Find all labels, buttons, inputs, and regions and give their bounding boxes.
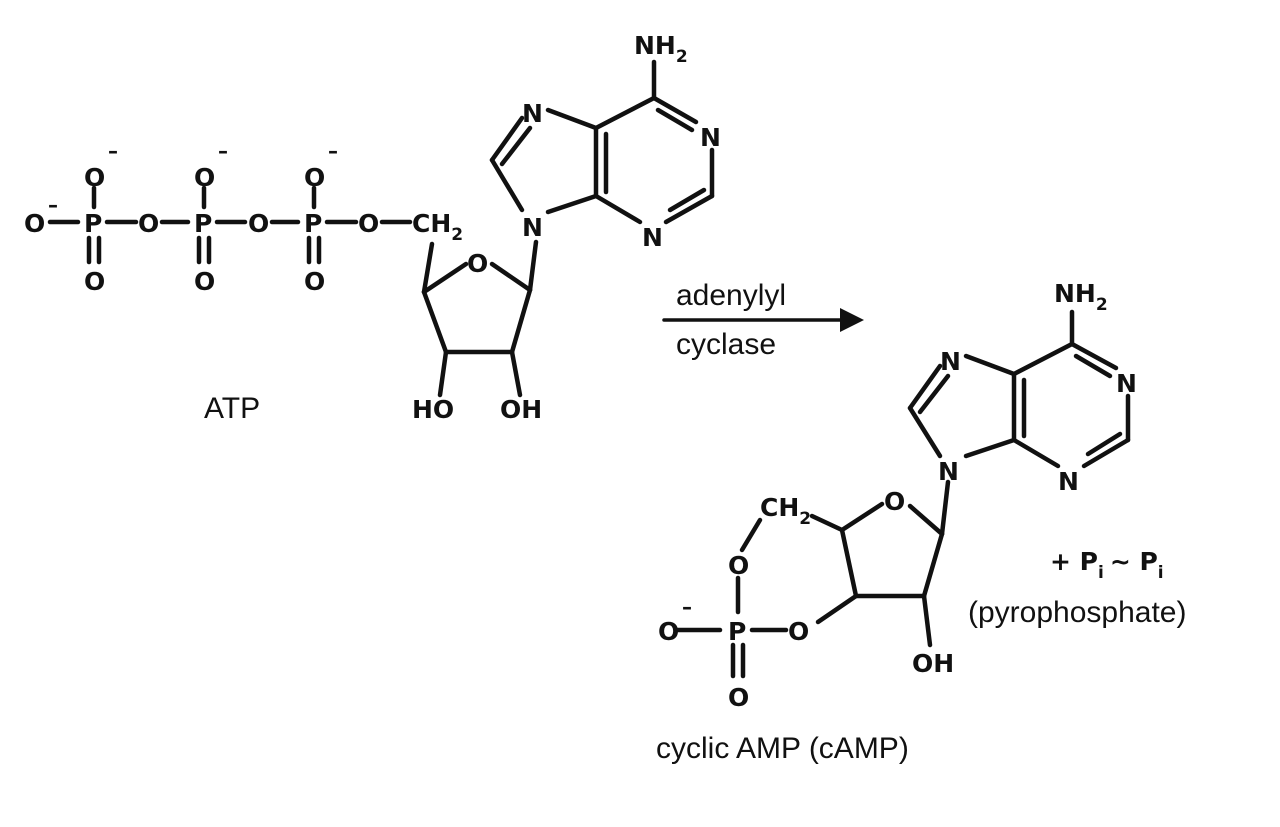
camp-n3: N [1058,467,1079,496]
atp-ch2: CH2 [412,209,463,245]
atp-p3: P [304,209,322,238]
atp-n3: N [642,223,663,252]
atp-n1: N [700,123,721,152]
enzyme-label-line1: adenylyl [676,279,786,312]
camp-label: cyclic AMP (cAMP) [656,732,909,765]
atp-o-bottom1: O [84,267,105,296]
atp-oh: OH [500,395,542,424]
atp-o-bridge1: O [138,209,159,238]
atp-o-terminal: O [24,209,45,238]
camp-o-ester2: O [788,617,809,646]
camp-p: P [728,617,746,646]
atp-ring-o: O [467,249,488,278]
atp-p1: P [84,209,102,238]
camp-oh: OH [912,649,954,678]
atp-minus: – [48,193,58,217]
byproduct-formula: + Pi~ Pi [1050,547,1164,583]
byproduct-name: (pyrophosphate) [968,596,1186,629]
camp-nh2: NH2 [1054,279,1108,315]
camp-n9: N [938,457,959,486]
atp-o-bottom3: O [304,267,325,296]
camp-ring-o: O [884,487,905,516]
atp-o-top3: O [304,163,325,192]
camp-o-ester1: O [728,551,749,580]
camp-o-double: O [728,683,749,712]
camp-n1: N [1116,369,1137,398]
camp-ribose-bonds [673,479,951,679]
atp-minus-top2: – [218,139,228,163]
atp-o-top1: O [84,163,105,192]
atp-molecule: O – P O P O P O O – O – O – O O O CH2 [24,31,721,425]
camp-o-minus: O [658,617,679,646]
camp-minus: – [682,595,692,619]
atp-adenine-bonds [489,59,715,225]
atp-o-bridge3: O [358,209,379,238]
atp-o-bridge2: O [248,209,269,238]
atp-o-top2: O [194,163,215,192]
atp-minus-top1: – [108,139,118,163]
atp-phosphate-bonds [47,185,413,265]
atp-nh2: NH2 [634,31,688,67]
reaction-arrow: adenylyl cyclase [662,279,864,361]
pyrophosphate-byproduct: + Pi~ Pi (pyrophosphate) [968,547,1186,629]
atp-o-bottom2: O [194,267,215,296]
atp-n9: N [522,213,543,242]
enzyme-label-line2: cyclase [676,328,776,361]
camp-molecule: N N N N NH2 O OH CH2 O P O O [656,279,1137,765]
atp-n7: N [522,99,543,128]
atp-ho: HO [412,395,454,424]
camp-adenine-bonds [907,309,1131,469]
atp-phosphate-atoms: O – P O P O P O O – O – O – O O O [24,139,379,296]
atp-minus-top3: – [328,139,338,163]
atp-label: ATP [204,392,260,425]
camp-n7: N [940,347,961,376]
atp-p2: P [194,209,212,238]
camp-ch2: CH2 [760,493,811,529]
atp-ribose-bonds [421,239,539,398]
